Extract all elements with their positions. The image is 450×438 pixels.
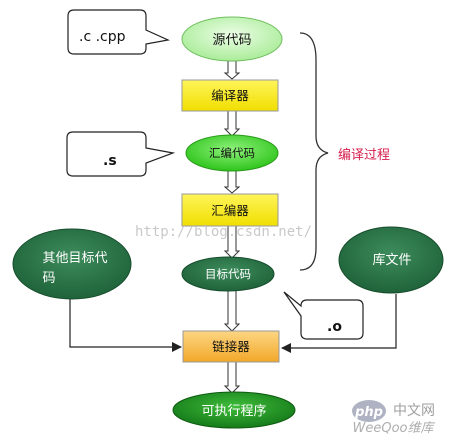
node-library: 库文件 [338,226,444,294]
arrow-source-to-compiler [223,60,241,80]
connector-library-to-linker [281,294,397,353]
node-executable-label: 可执行程序 [201,404,266,419]
node-assembler-label: 汇编器 [211,203,249,218]
callout-source-ext: .c .cpp [67,9,170,55]
node-library-label: 库文件 [372,252,411,268]
compile-process-label: 编译过程 [338,148,390,163]
arrow-object-to-linker [223,289,241,332]
compile-process-brace [299,32,329,271]
node-linker-label: 链接器 [212,339,250,354]
arrow-asm-to-assembler [223,169,241,194]
watermark-logo: php 中文网 WeeQoo维库 [352,400,435,436]
callout-asm-ext-text: .s [103,153,117,169]
watermark-site-cn: 中文网 [393,403,435,419]
linker-connectors [69,294,397,353]
callout-asm-ext: .s [66,131,176,177]
watermark-php-logo: php [354,405,383,420]
callout-obj-ext-text: .o [327,319,342,335]
node-linker: 链接器 [182,330,280,363]
node-source-code: 源代码 [181,16,283,62]
callout-obj-ext: .o [283,291,364,340]
flow-arrows [223,60,241,394]
node-other-object-label-1: 其他目标代 [42,251,107,266]
node-object-code-label: 目标代码 [205,267,251,281]
watermark-url: http://blog.csdn.net/ [135,224,312,240]
connector-other-object-to-linker [69,298,182,352]
watermark-site-en: WeeQoo维库 [353,421,436,436]
node-source-code-label: 源代码 [212,33,251,48]
node-assembly-code: 汇编代码 [185,134,279,172]
arrow-assembler-to-object [223,225,241,259]
node-compiler: 编译器 [181,79,279,112]
node-compiler-label: 编译器 [211,88,249,103]
node-executable: 可执行程序 [172,391,296,429]
arrow-compiler-to-asm [223,110,241,137]
node-object-code: 目标代码 [181,256,275,292]
node-other-object-code: 其他目标代 码 [12,228,132,300]
node-assembly-code-label: 汇编代码 [209,146,255,160]
node-other-object-label-2: 码 [42,271,55,286]
callout-source-ext-text: .c .cpp [79,29,126,45]
node-assembler: 汇编器 [181,193,279,227]
arrow-linker-to-executable [223,361,241,394]
